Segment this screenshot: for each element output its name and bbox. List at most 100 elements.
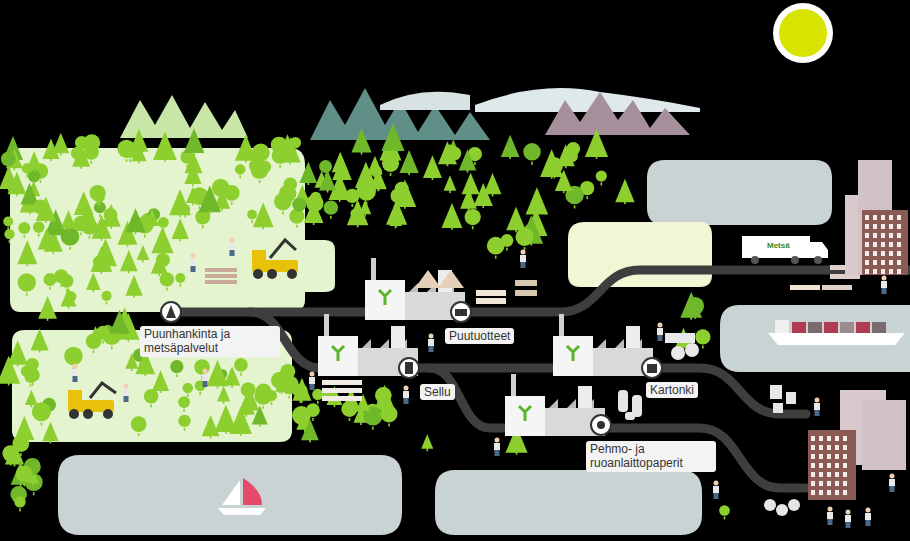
window xyxy=(881,260,885,265)
trunk xyxy=(702,345,704,348)
trunk xyxy=(531,162,533,165)
person-legs xyxy=(658,335,663,341)
window xyxy=(827,490,831,495)
trunk xyxy=(69,247,71,250)
trunk xyxy=(309,439,311,442)
leaf-tree xyxy=(175,273,185,283)
trunk xyxy=(240,373,242,376)
window xyxy=(873,260,877,265)
trunk xyxy=(14,167,16,170)
trunk xyxy=(183,409,185,412)
trunk xyxy=(29,204,31,207)
trunk xyxy=(351,204,353,207)
trunk xyxy=(317,401,319,404)
window xyxy=(811,472,815,477)
trunk xyxy=(16,193,18,196)
trunk xyxy=(87,230,89,233)
trunk xyxy=(77,161,79,164)
leaf-tree xyxy=(18,222,30,234)
trunk xyxy=(301,426,303,429)
trunk xyxy=(119,333,121,336)
roof-tooth xyxy=(615,339,624,348)
window xyxy=(865,251,869,256)
conifer xyxy=(202,415,220,436)
trunk xyxy=(515,229,517,232)
person-legs xyxy=(866,520,871,526)
lakes xyxy=(58,160,910,535)
trunk xyxy=(23,483,25,486)
trunk xyxy=(110,226,112,229)
leaf-tree xyxy=(375,387,392,404)
roof-tooth xyxy=(380,339,389,348)
trees xyxy=(0,123,730,519)
trunk xyxy=(39,350,41,353)
window xyxy=(843,445,847,450)
buildings xyxy=(808,160,908,500)
conifer xyxy=(36,197,56,221)
leaf-tree xyxy=(272,147,289,164)
trunk xyxy=(495,256,497,259)
window xyxy=(889,260,893,265)
leaf-tree xyxy=(3,216,13,226)
window xyxy=(835,472,839,477)
conifer xyxy=(120,250,138,271)
leaf-tree xyxy=(180,204,190,214)
trunk xyxy=(289,161,291,164)
trunk xyxy=(426,448,428,451)
person-legs xyxy=(310,384,315,390)
trunk xyxy=(60,152,62,155)
factory-hall xyxy=(505,396,545,436)
trunk xyxy=(53,251,55,254)
building-windows xyxy=(811,215,901,495)
window xyxy=(811,436,815,441)
window xyxy=(881,233,885,238)
leaf-tree xyxy=(235,164,246,175)
trunk xyxy=(180,284,182,287)
window xyxy=(889,242,893,247)
leaf-tree xyxy=(104,208,118,222)
trunk xyxy=(251,220,253,223)
factory-hall xyxy=(365,280,405,320)
window xyxy=(811,481,815,486)
conifer xyxy=(301,419,319,440)
trunk xyxy=(282,212,284,215)
trunk xyxy=(97,202,99,205)
window xyxy=(889,215,893,220)
leaf-tree xyxy=(4,229,14,239)
factories xyxy=(318,258,653,436)
person-legs xyxy=(882,288,887,294)
person-body xyxy=(403,391,409,398)
trunk xyxy=(99,203,101,206)
trunk xyxy=(301,400,303,403)
window xyxy=(889,269,893,274)
trunk xyxy=(199,206,201,209)
leaf-tree xyxy=(178,415,190,427)
silo xyxy=(578,386,592,408)
window xyxy=(835,490,839,495)
trunk xyxy=(19,508,21,511)
leaf-tree xyxy=(252,144,270,162)
conifer xyxy=(38,228,56,250)
trunk xyxy=(288,395,290,398)
window xyxy=(819,454,823,459)
trunk xyxy=(231,202,233,205)
window xyxy=(881,269,885,274)
window xyxy=(843,454,847,459)
trunk xyxy=(144,235,146,238)
person-body xyxy=(889,479,895,486)
window xyxy=(835,436,839,441)
conifer xyxy=(332,152,349,172)
trunk xyxy=(509,156,511,159)
trunk xyxy=(404,206,406,209)
factory-hall xyxy=(553,336,593,376)
trunk xyxy=(128,270,130,273)
leaf-tree xyxy=(26,358,39,371)
trunk xyxy=(366,202,368,205)
person-legs xyxy=(521,262,526,268)
trunk xyxy=(596,156,598,159)
trunk xyxy=(110,223,112,226)
leaf-tree xyxy=(381,405,398,422)
window xyxy=(827,445,831,450)
trunk xyxy=(129,159,131,162)
trunk xyxy=(135,231,137,234)
